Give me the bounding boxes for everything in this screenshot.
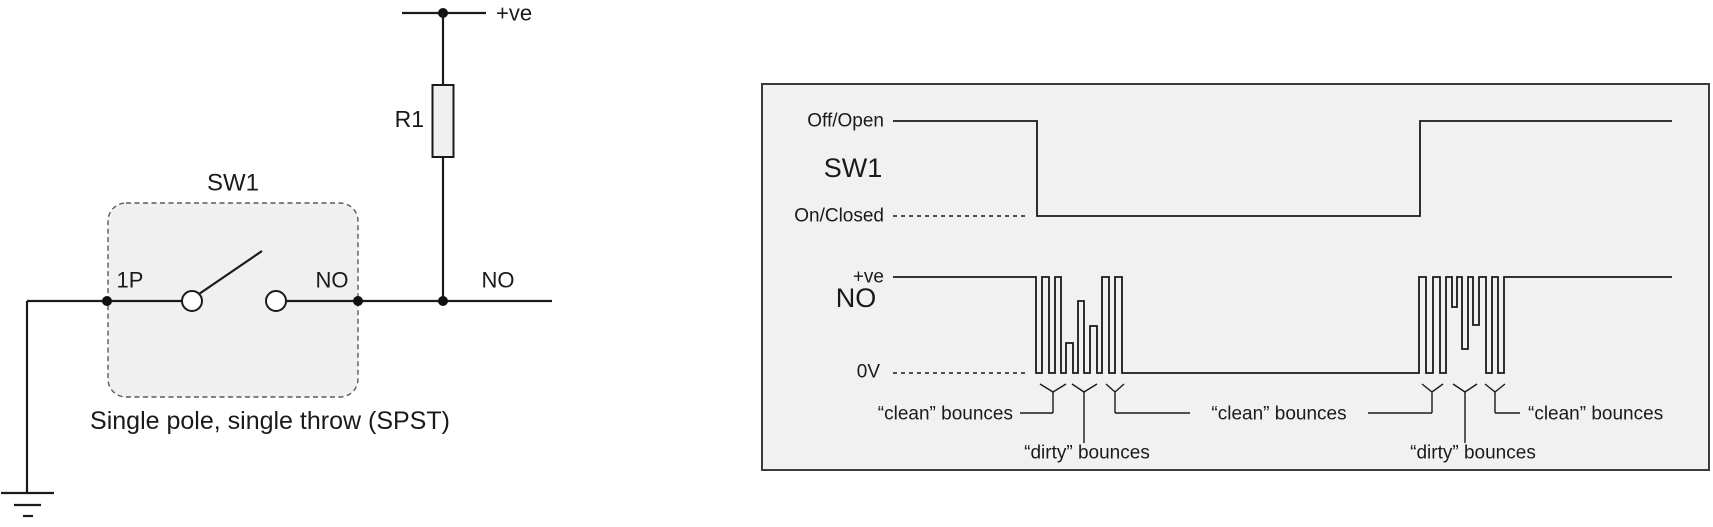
circuit-caption: Single pole, single throw (SPST) [90,407,450,435]
no-high-level-label: +ve [853,267,884,288]
no-waveform [893,276,1672,374]
no-low-level-label: 0V [857,362,881,383]
sw1-signal-name: SW1 [824,153,883,183]
timing-panel: Off/Open SW1 On/Closed +ve NO 0V “clean”… [761,83,1710,471]
sw1-high-level-label: Off/Open [807,111,884,132]
sw1-low-level-label: On/Closed [794,206,884,227]
net-label: NO [482,268,515,293]
ground-symbol-icon [1,491,54,518]
pole-label: 1P [117,268,144,293]
throw-junction-dot [353,296,363,306]
sw1-waveform [893,120,1672,217]
pole-junction-dot [102,296,112,306]
throw-contact-circle [265,290,287,312]
resistor-label: R1 [395,106,424,132]
resistor-body [431,84,455,158]
clean-bounces-label-middle: “clean” bounces [1211,404,1346,425]
bounce-braces [1020,383,1520,443]
supply-label: +ve [496,1,532,26]
throw-label: NO [316,268,349,293]
clean-bounces-label-left: “clean” bounces [878,404,1013,425]
switch-lever [198,250,263,295]
circuit-diagram: +ve R1 SW1 1P NO NO Single pole, single … [1,1,552,518]
dirty-bounces-label-left: “dirty” bounces [1024,443,1150,464]
resistor-junction-dot [438,296,448,306]
pole-contact-circle [181,290,203,312]
no-signal-name: NO [836,283,877,313]
dirty-bounces-label-right: “dirty” bounces [1410,443,1536,464]
switch-label: SW1 [207,170,259,197]
clean-bounces-label-right: “clean” bounces [1528,404,1663,425]
